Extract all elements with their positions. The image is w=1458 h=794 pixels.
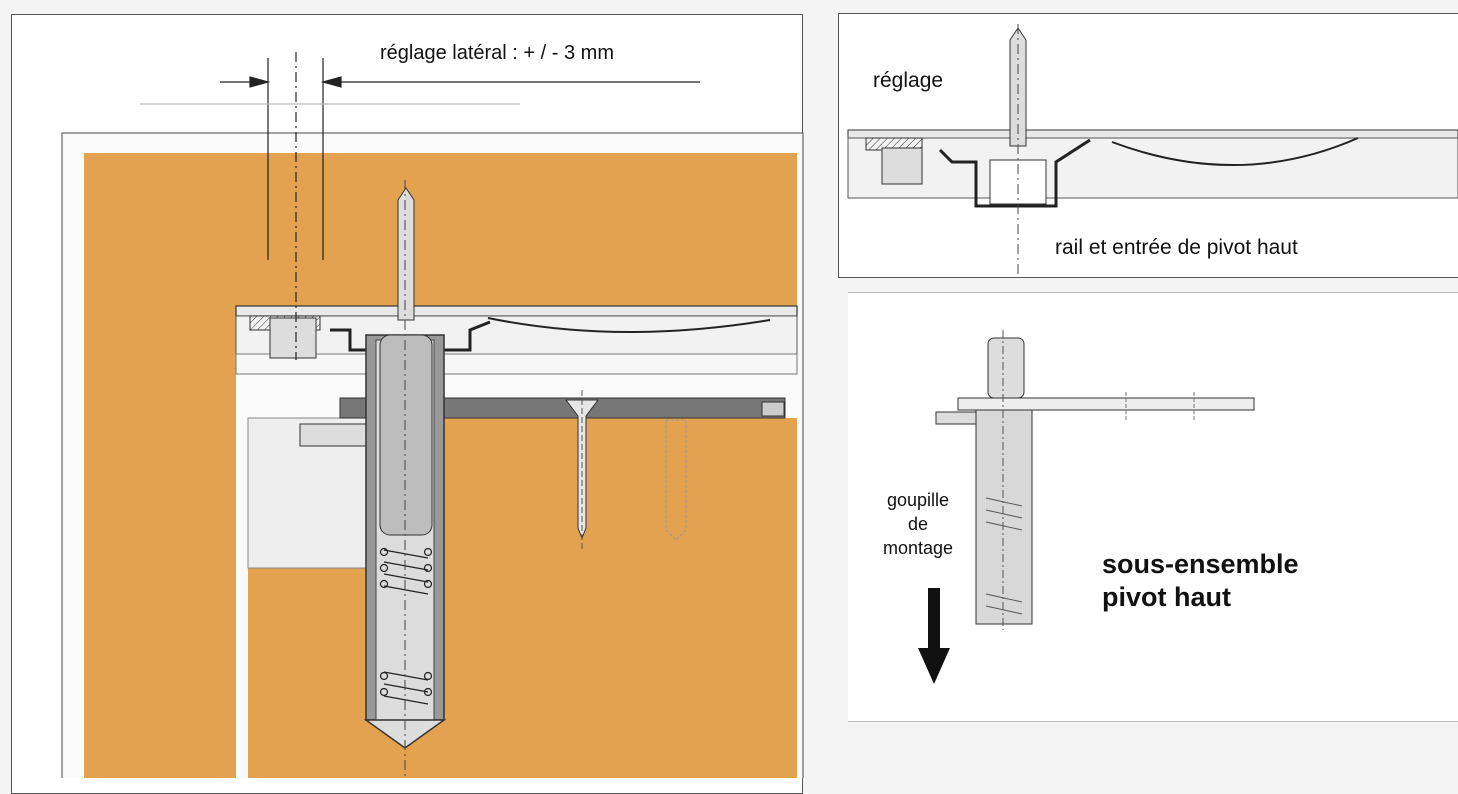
slider-end	[761, 401, 785, 417]
subassembly-title: sous-ensemble pivot haut	[1102, 548, 1299, 614]
leaf-spring	[487, 317, 771, 334]
rail-entry-label: rail et entrée de pivot haut	[1055, 236, 1298, 259]
adjust-label: réglage	[873, 69, 944, 92]
spring-coils	[379, 547, 433, 705]
wood-panel-top	[236, 153, 797, 308]
wood-panel-bottom	[248, 568, 368, 778]
lateral-adjust-label: réglage latéral : + / - 3 mm	[380, 42, 614, 64]
screw-2	[665, 419, 687, 541]
screw-1	[565, 399, 599, 540]
technical-drawing	[61, 24, 1458, 778]
mounting-pin-line1: goupille	[886, 490, 950, 510]
sub-spring	[985, 497, 1023, 615]
sub-housing	[975, 409, 1033, 625]
detail-bolt	[881, 147, 923, 185]
rail-lower	[235, 353, 798, 375]
top-plate	[235, 305, 798, 317]
adjust-bolt	[269, 317, 317, 359]
mounting-pin-label: goupille de montage	[868, 488, 968, 560]
sub-plate	[957, 397, 1255, 411]
subassembly-panel	[848, 292, 1458, 722]
subassembly-line1: sous-ensemble	[1102, 549, 1299, 579]
wood-panel-right	[442, 418, 797, 778]
detail-spring	[1111, 137, 1359, 167]
detail-rail	[847, 137, 1458, 199]
detail-channel	[938, 138, 1091, 208]
sub-pin-cap	[987, 337, 1025, 399]
slider-bar	[339, 397, 786, 419]
subassembly-line2: pivot haut	[1102, 582, 1231, 612]
detail-plate	[847, 129, 1458, 139]
pivot-piston	[379, 334, 433, 536]
pivot-tip	[397, 187, 415, 321]
mounting-pin-line2: de	[907, 514, 929, 534]
mounting-pin-line3: montage	[882, 538, 954, 558]
down-arrow-icon	[918, 588, 950, 684]
wood-panel-left	[84, 153, 236, 778]
dimension-lines	[140, 52, 700, 360]
